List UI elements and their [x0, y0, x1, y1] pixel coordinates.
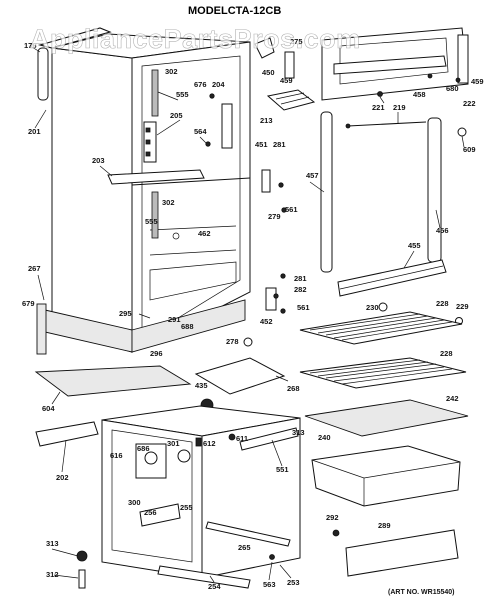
callout-302a: 302 — [165, 67, 178, 76]
callout-312: 312 — [46, 570, 59, 579]
callout-564: 564 — [194, 127, 207, 136]
callout-176: 176 — [24, 41, 37, 50]
callout-300: 300 — [128, 498, 141, 507]
part-563 — [269, 554, 275, 560]
callout-686: 686 — [137, 444, 150, 453]
callout-265: 265 — [238, 543, 251, 552]
center-hardware — [205, 93, 287, 314]
callout-291: 291 — [168, 315, 181, 324]
clip-292 — [332, 529, 340, 537]
callout-302b: 302 — [162, 198, 175, 207]
callout-456: 456 — [436, 226, 449, 235]
ice-tray-213 — [266, 89, 316, 111]
callout-205: 205 — [170, 111, 183, 120]
callout-313b: 313 — [46, 539, 59, 548]
drip-tray-268 — [194, 357, 286, 395]
callout-202: 202 — [56, 473, 69, 482]
callout-604: 604 — [42, 404, 55, 413]
callout-281b: 281 — [294, 274, 307, 283]
callout-561b: 561 — [297, 303, 310, 312]
callout-213: 213 — [260, 116, 273, 125]
callout-256: 256 — [144, 508, 157, 517]
callout-278: 278 — [226, 337, 239, 346]
screw-312 — [78, 569, 86, 589]
callout-609: 609 — [463, 145, 476, 154]
callout-676: 676 — [194, 80, 207, 89]
callout-228b: 228 — [440, 349, 453, 358]
part-313 — [76, 550, 88, 562]
callout-551: 551 — [276, 465, 289, 474]
art-number: (ART NO. WR15540) — [388, 589, 455, 596]
callout-612: 612 — [203, 439, 216, 448]
callout-561a: 561 — [285, 205, 298, 214]
callout-680: 680 — [446, 84, 459, 93]
callout-282: 282 — [294, 285, 307, 294]
callout-267: 267 — [28, 264, 41, 273]
callout-450: 450 — [262, 68, 275, 77]
callout-452: 452 — [260, 317, 273, 326]
crisper-pan-240 — [311, 445, 461, 507]
crisper-front-289 — [345, 529, 459, 577]
callout-457: 457 — [306, 171, 319, 180]
callout-222: 222 — [463, 99, 476, 108]
callout-201: 201 — [28, 127, 41, 136]
callout-563: 563 — [263, 580, 276, 589]
callout-204: 204 — [212, 80, 225, 89]
callout-281a: 281 — [273, 140, 286, 149]
part-278 — [243, 337, 253, 347]
callout-451: 451 — [255, 140, 268, 149]
callout-219: 219 — [393, 103, 406, 112]
handle-202 — [35, 421, 99, 447]
callout-203: 203 — [92, 156, 105, 165]
crisper-cover-242 — [304, 399, 469, 437]
lower-frame-assembly — [101, 405, 301, 589]
callout-labels: 176 201 302 555 676 204 205 564 203 451 … — [22, 37, 484, 591]
callout-296: 296 — [150, 349, 163, 358]
callout-292: 292 — [326, 513, 339, 522]
door-assembly — [320, 27, 469, 297]
callout-462: 462 — [198, 229, 211, 238]
callout-435: 435 — [195, 381, 208, 390]
callout-279: 279 — [268, 212, 281, 221]
callout-268: 268 — [287, 384, 300, 393]
bar-459 — [284, 51, 295, 79]
callout-313a: 313 — [292, 428, 305, 437]
bracket-450 — [254, 37, 275, 59]
diagram-title: MODELCTA-12CB — [188, 5, 281, 17]
callout-688: 688 — [181, 322, 194, 331]
callout-242: 242 — [446, 394, 459, 403]
wire-shelf-lower — [299, 357, 467, 389]
callout-555a: 555 — [176, 90, 189, 99]
callout-275: 275 — [290, 37, 303, 46]
side-trim-679 — [36, 303, 47, 355]
callout-221: 221 — [372, 103, 385, 112]
cabinet-assembly — [37, 27, 251, 353]
callout-228a: 228 — [436, 299, 449, 308]
watermark: AppliancePartsPros.com — [30, 24, 361, 54]
callout-289: 289 — [378, 521, 391, 530]
wire-shelf-upper — [299, 311, 463, 345]
callout-611: 611 — [236, 434, 248, 443]
callout-459a: 459 — [280, 76, 293, 85]
callout-230: 230 — [366, 303, 379, 312]
callout-459b: 459 — [471, 77, 484, 86]
callout-555b: 555 — [145, 217, 158, 226]
callout-458: 458 — [413, 90, 426, 99]
callout-679: 679 — [22, 299, 35, 308]
callout-254: 254 — [208, 582, 221, 591]
callout-455: 455 — [408, 241, 421, 250]
callout-229: 229 — [456, 302, 469, 311]
callout-301: 301 — [167, 439, 180, 448]
callout-240: 240 — [318, 433, 331, 442]
callout-295: 295 — [119, 309, 132, 318]
leader-lines — [31, 46, 465, 583]
tray-604 — [34, 365, 192, 397]
callout-253: 253 — [287, 578, 300, 587]
callout-255: 255 — [180, 503, 193, 512]
callout-616: 616 — [110, 451, 123, 460]
knob-230 — [378, 302, 388, 312]
